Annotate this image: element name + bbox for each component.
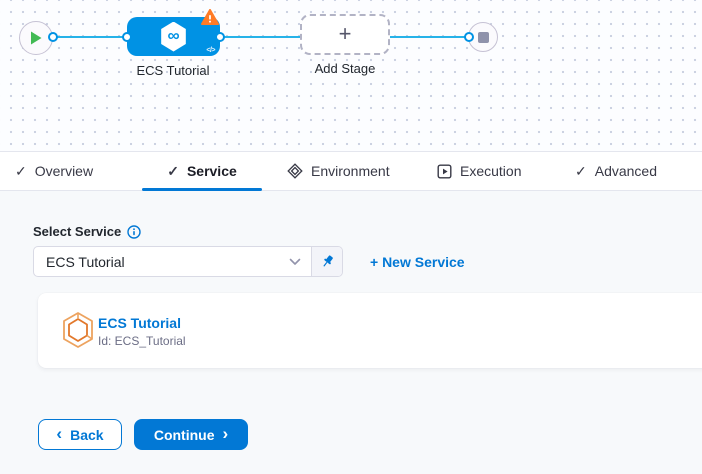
warning-icon <box>201 9 219 25</box>
service-card[interactable]: ECS Tutorial Id: ECS_Tutorial <box>38 293 702 368</box>
plus-icon: + <box>338 20 352 46</box>
tab-label: Advanced <box>594 163 658 179</box>
stage-tabbar: ✓ Overview ✓ Service Environment Executi… <box>0 151 702 191</box>
tab-label: Execution <box>460 163 522 179</box>
stage-node-ecs-tutorial[interactable]: ∞ </> <box>127 9 220 56</box>
connector-dot[interactable] <box>464 32 474 42</box>
chevron-left-icon: ‹ <box>56 424 63 443</box>
edge-addstage-to-end <box>389 36 470 38</box>
connector-dot[interactable] <box>48 32 58 42</box>
service-card-title[interactable]: ECS Tutorial <box>98 315 181 331</box>
cd-stage-icon: ∞ <box>161 21 186 52</box>
pipeline-start-node <box>19 21 53 55</box>
tab-advanced[interactable]: ✓ Advanced <box>575 152 657 190</box>
execution-icon <box>437 164 452 179</box>
service-select-input[interactable]: ECS Tutorial <box>46 253 125 270</box>
environment-icon <box>287 163 303 179</box>
tab-overview[interactable]: ✓ Overview <box>15 152 93 190</box>
active-tab-indicator <box>142 188 262 191</box>
select-service-label: Select Service <box>33 224 141 239</box>
continue-button[interactable]: Continue › <box>134 419 248 450</box>
service-card-id: Id: ECS_Tutorial <box>98 334 186 348</box>
tab-environment[interactable]: Environment <box>287 152 390 190</box>
new-service-link[interactable]: + New Service <box>370 253 465 270</box>
tab-service[interactable]: ✓ Service <box>142 152 262 190</box>
stop-icon <box>477 31 489 43</box>
back-button[interactable]: ‹ Back <box>38 419 122 450</box>
pin-button[interactable] <box>311 247 342 276</box>
edge-stage-to-addstage <box>219 36 301 38</box>
service-hexagon-icon <box>63 312 93 348</box>
tab-label: Environment <box>311 163 390 179</box>
play-icon <box>31 31 42 45</box>
info-icon[interactable] <box>127 224 141 239</box>
connector-dot[interactable] <box>122 32 132 42</box>
select-service-text: Select Service <box>33 224 122 239</box>
check-icon: ✓ <box>167 162 179 179</box>
continue-label: Continue <box>153 426 215 443</box>
connector-dot[interactable] <box>215 32 225 42</box>
pin-icon <box>323 255 333 267</box>
infinity-glyph: ∞ <box>167 26 180 45</box>
check-icon: ✓ <box>15 162 27 179</box>
tab-label: Overview <box>34 163 94 179</box>
chevron-down-icon[interactable] <box>289 247 311 276</box>
stage-name-label: ECS Tutorial <box>136 63 210 78</box>
pipeline-canvas[interactable]: ∞ </> ECS Tutorial + Add Stage <box>0 0 702 151</box>
tab-label: Service <box>186 163 237 179</box>
back-label: Back <box>70 426 104 443</box>
add-stage-button[interactable]: + <box>300 14 390 55</box>
add-stage-label: Add Stage <box>314 61 376 76</box>
chevron-right-icon: › <box>222 424 229 443</box>
edge-start-to-stage <box>52 36 128 38</box>
check-icon: ✓ <box>575 162 587 179</box>
tab-execution[interactable]: Execution <box>437 152 521 190</box>
code-icon[interactable]: </> <box>206 47 215 54</box>
service-select-control: ECS Tutorial <box>33 246 343 277</box>
